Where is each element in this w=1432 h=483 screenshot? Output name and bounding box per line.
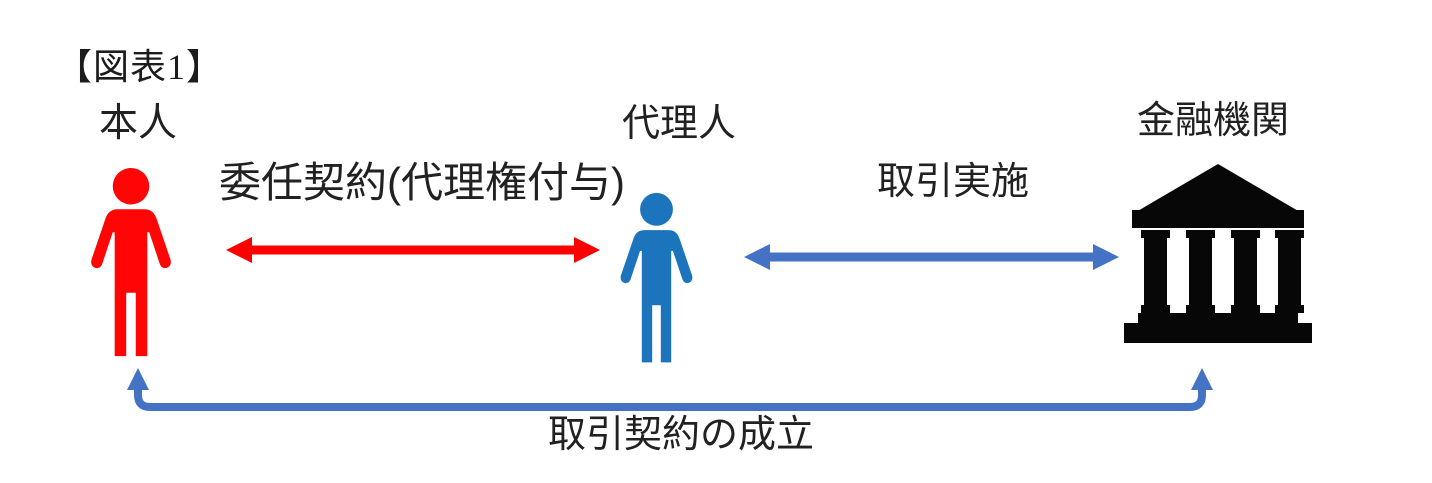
mandate-double-arrow — [226, 237, 600, 263]
contract-bracket-arrow — [127, 368, 1213, 411]
bank-icon — [1124, 164, 1312, 343]
figure-title: 【図表1】 — [56, 47, 224, 87]
principal-label: 本人 — [99, 102, 178, 145]
transaction-double-arrow — [744, 244, 1119, 270]
principal-person-icon — [91, 167, 171, 357]
agent-label: 代理人 — [622, 103, 737, 145]
agent-person-icon — [620, 192, 693, 363]
bank-label: 金融機関 — [1137, 100, 1290, 142]
mandate-contract-label: 委任契約(代理権付与) — [219, 159, 625, 206]
transaction-execution-label: 取引実施 — [877, 161, 1030, 203]
contract-formation-label: 取引契約の成立 — [548, 414, 815, 456]
